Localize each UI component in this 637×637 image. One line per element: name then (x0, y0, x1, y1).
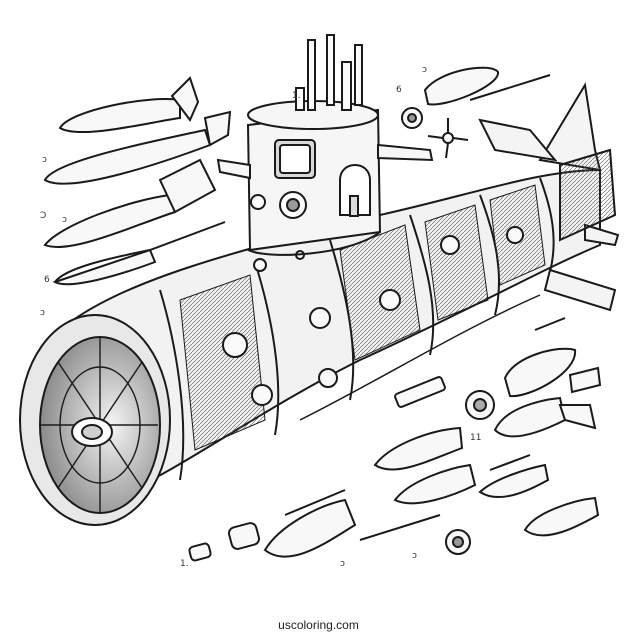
torpedo-icon (503, 317, 602, 398)
tail-fins (478, 82, 620, 312)
conning-tower (216, 100, 434, 256)
callout-label: 6 (396, 85, 402, 95)
callout-label: ↄ (422, 65, 427, 75)
callout-label: 1. (180, 559, 189, 569)
callout-label: ↄ (40, 308, 45, 318)
component-gear-icon (465, 390, 495, 420)
callout-label: 11 (470, 433, 481, 443)
torpedo-icon (373, 426, 600, 537)
torpedo-icon (493, 396, 597, 438)
callout-label: ↄ (62, 215, 67, 225)
missile-icon (52, 221, 226, 286)
callout-label: 1. (292, 91, 301, 101)
callout-label: 6 (44, 275, 50, 285)
nose-dome (19, 314, 171, 526)
missile-icon (43, 110, 232, 185)
callout-label: ↄ (340, 559, 345, 569)
torpedo-icon (188, 489, 471, 562)
propeller-icon (427, 118, 469, 159)
missile-icon (58, 76, 200, 134)
callout-label: Ↄ (40, 211, 46, 221)
submarine-hull (28, 168, 601, 497)
site-watermark: uscoloring.com (278, 618, 359, 632)
callout-label: ↄ (412, 551, 417, 561)
periscope-icon (295, 34, 363, 111)
callout-label: ↄ (42, 155, 47, 165)
missile-icon (43, 158, 217, 248)
torpedo-icon (401, 66, 551, 129)
